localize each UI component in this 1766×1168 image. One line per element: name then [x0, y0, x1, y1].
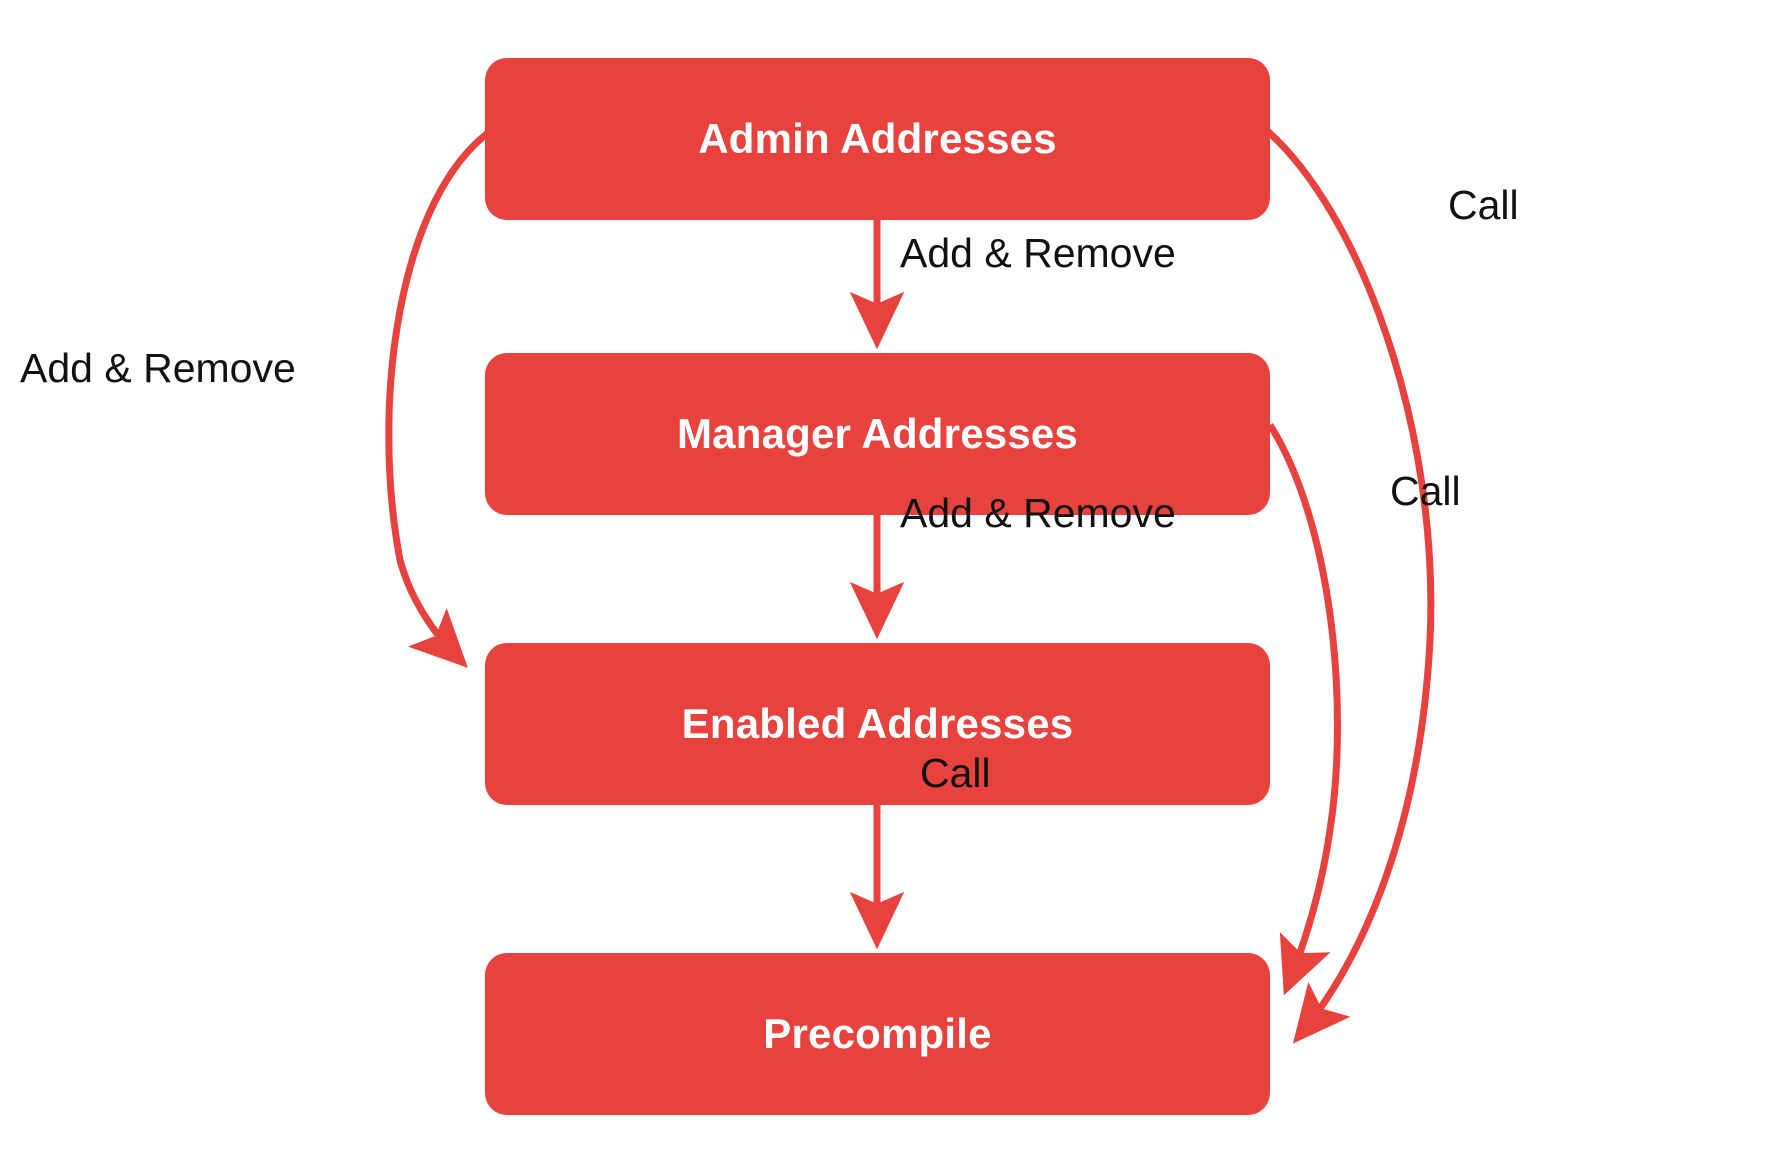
- node-precompile-label: Precompile: [763, 1010, 992, 1057]
- node-enabled-addresses[interactable]: Enabled Addresses: [485, 643, 1270, 805]
- edge-label-admin-manager: Add & Remove: [900, 230, 1176, 276]
- node-precompile[interactable]: Precompile: [485, 953, 1270, 1115]
- edge-label-manager-enabled: Add & Remove: [900, 490, 1176, 536]
- node-manager-addresses-label: Manager Addresses: [676, 410, 1078, 457]
- edge-admin-precompile: [1261, 125, 1435, 1044]
- node-enabled-addresses-label: Enabled Addresses: [681, 700, 1074, 747]
- edge-label-enabled-precompile: Call: [920, 750, 991, 796]
- edge-admin-enabled: [385, 127, 495, 668]
- edge-label-admin-precompile: Call: [1448, 182, 1519, 228]
- node-admin-addresses-label: Admin Addresses: [698, 115, 1057, 162]
- edge-label-manager-precompile: Call: [1390, 468, 1461, 514]
- edge-manager-precompile: [1267, 423, 1341, 996]
- node-admin-addresses[interactable]: Admin Addresses: [485, 58, 1270, 220]
- node-manager-addresses[interactable]: Manager Addresses: [485, 353, 1270, 515]
- edge-label-admin-enabled: Add & Remove: [20, 345, 296, 391]
